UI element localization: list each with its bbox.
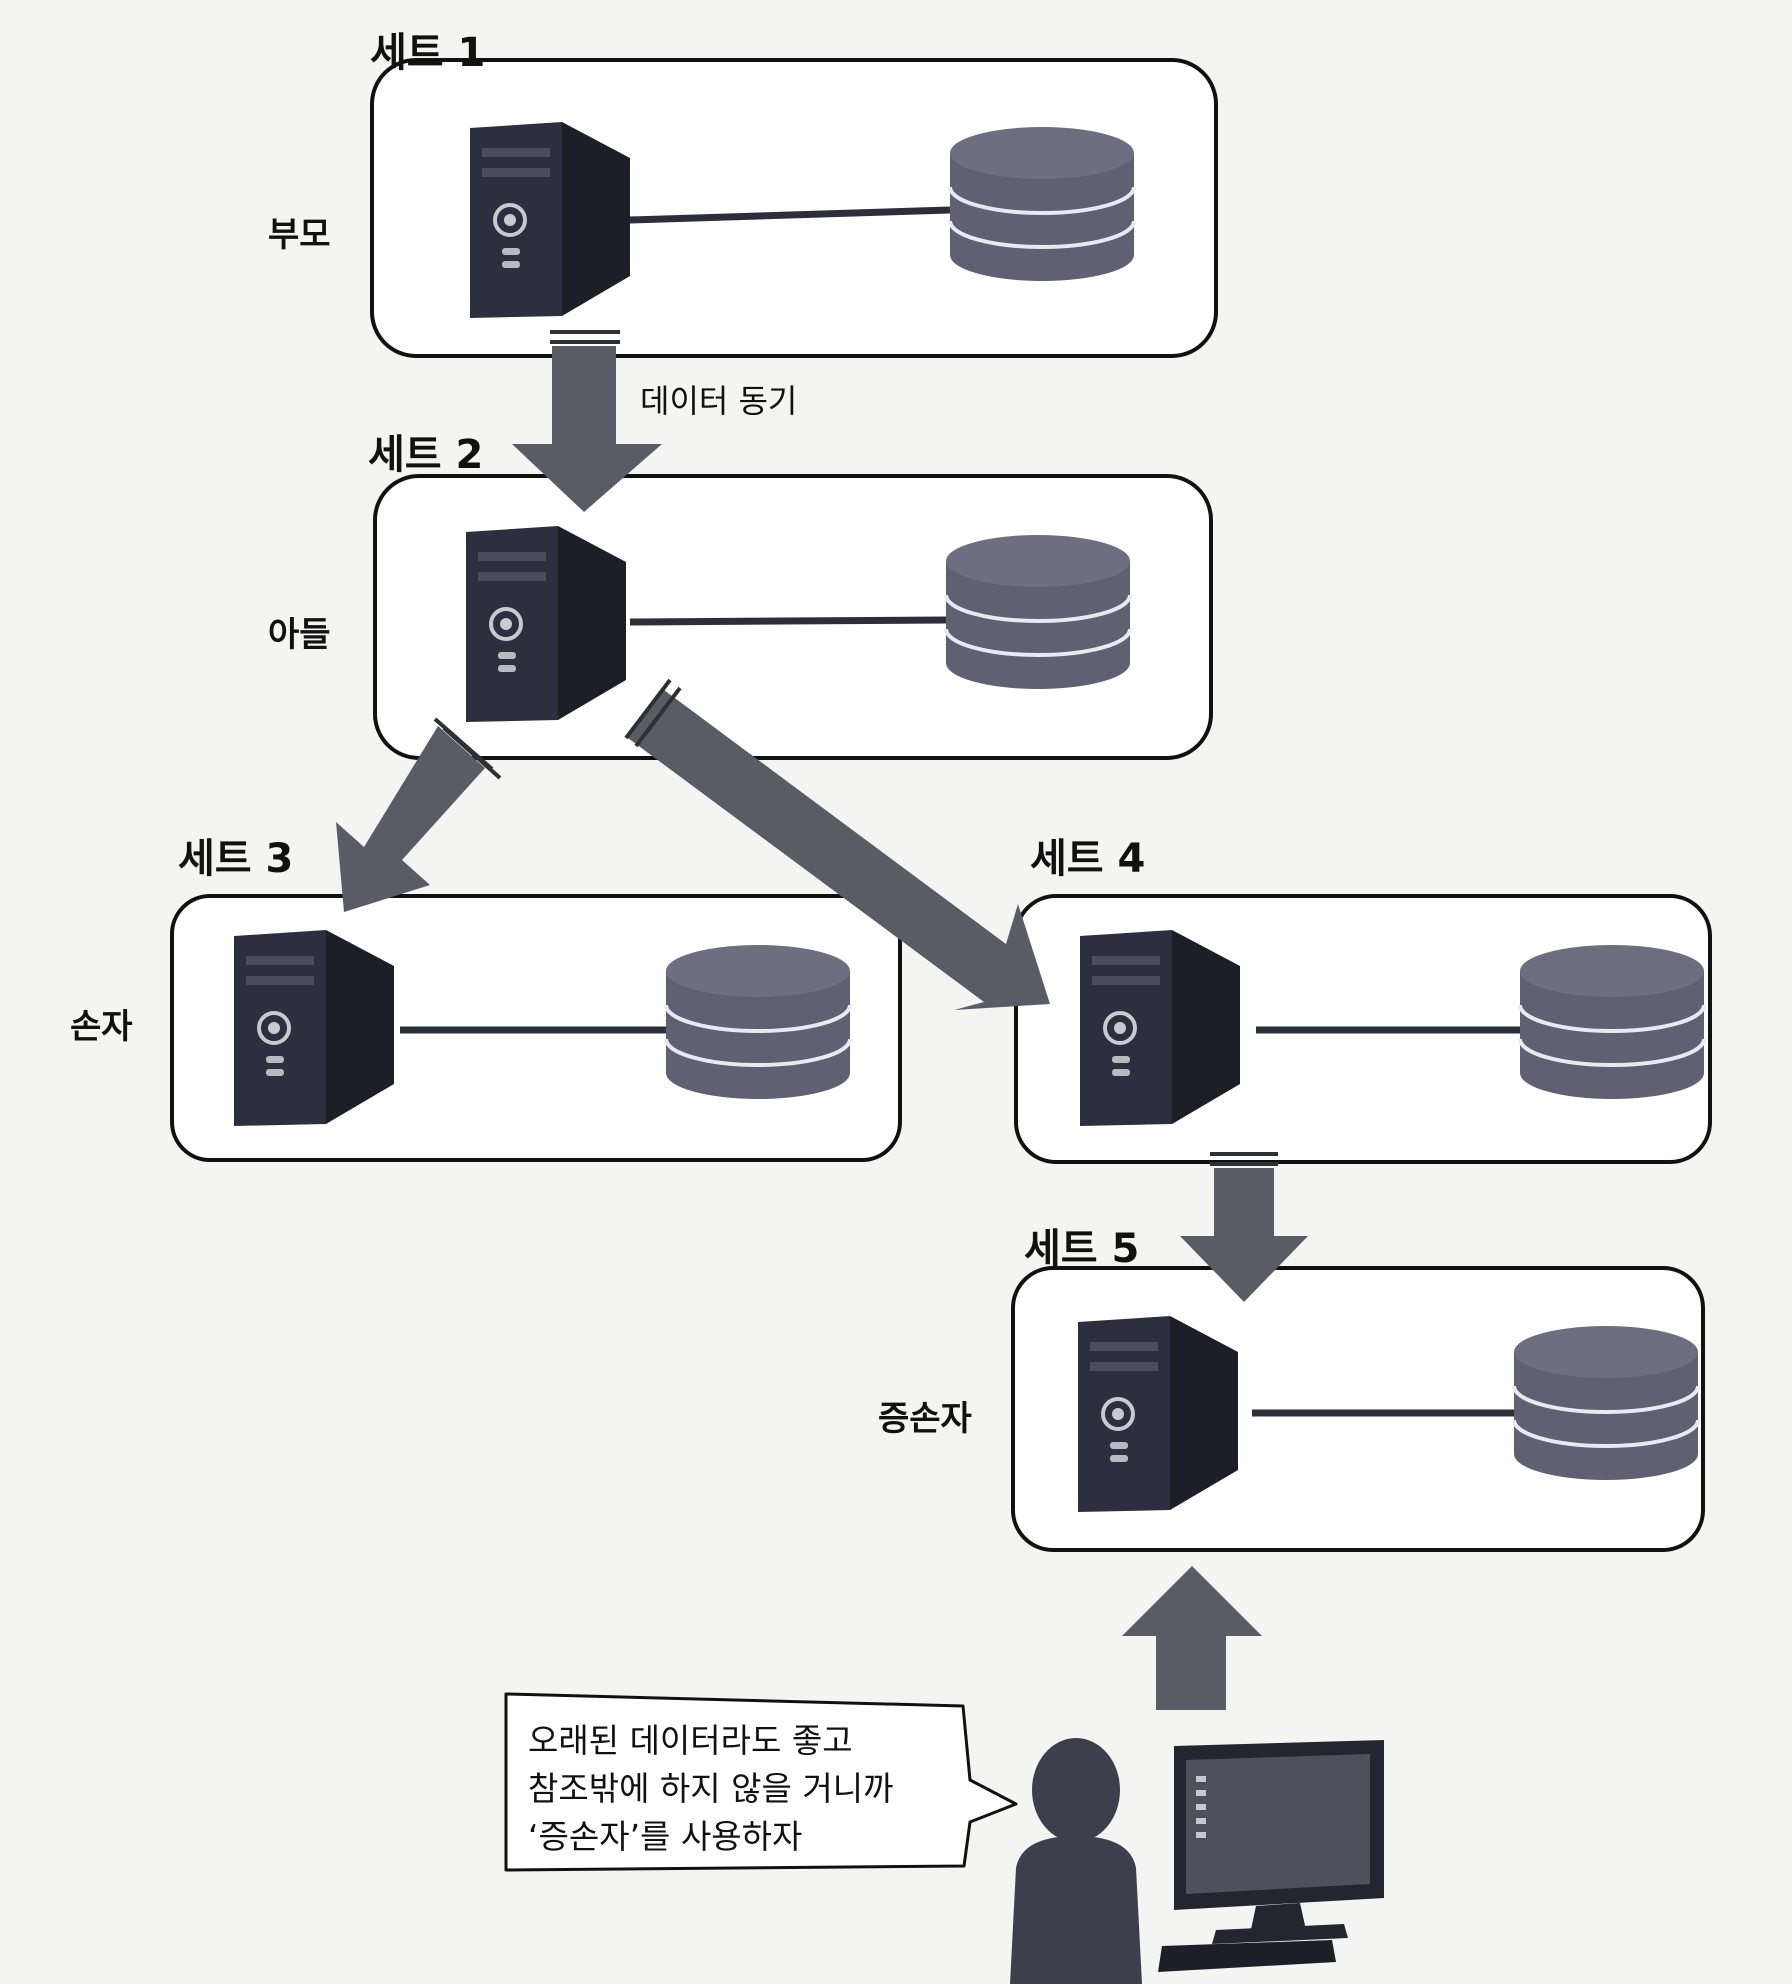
sync-arrow-2-to-3 xyxy=(336,717,502,912)
set-4-server-icon xyxy=(1078,928,1242,1128)
set-2-title: 세트 2 xyxy=(368,432,483,478)
speech-line-1: 오래된 데이터라도 좋고 xyxy=(528,1721,853,1760)
set-3-server-icon xyxy=(232,928,396,1128)
set-3-title: 세트 3 xyxy=(178,836,293,882)
speech-line-3: ‘증손자’를 사용하자 xyxy=(528,1817,802,1856)
speech-bubble: 오래된 데이터라도 좋고 참조밖에 하지 않을 거니까 ‘증손자’를 사용하자 xyxy=(504,1692,1018,1872)
keyboard-icon xyxy=(1158,1940,1336,1972)
set-1-role-label: 부모 xyxy=(268,215,331,255)
data-sync-label: 데이터 동기 xyxy=(640,382,797,420)
monitor-icon xyxy=(1174,1740,1384,1944)
set-1-server-icon xyxy=(468,120,632,320)
sync-arrow-1-to-2 xyxy=(512,330,662,512)
set-4-title: 세트 4 xyxy=(1030,836,1145,882)
set-3-database-icon xyxy=(664,943,852,1101)
set-2-server-icon xyxy=(464,524,628,724)
set-2-database-icon xyxy=(944,533,1132,691)
speech-line-2: 참조밖에 하지 않을 거니까 xyxy=(528,1769,893,1808)
set-5-database-icon xyxy=(1512,1324,1700,1482)
set-5-role-label: 증손자 xyxy=(878,1399,972,1439)
set-4-database-icon xyxy=(1518,943,1706,1101)
sync-arrow-2-to-4 xyxy=(624,678,1050,1010)
set-2-role-label: 아들 xyxy=(268,615,331,655)
set-2-link xyxy=(629,616,947,626)
person-icon xyxy=(1010,1738,1142,1984)
set-1-title: 세트 1 xyxy=(370,30,485,76)
access-arrow-user-to-set-5 xyxy=(1122,1566,1262,1710)
set-5-server-icon xyxy=(1076,1314,1240,1514)
sync-arrow-4-to-5 xyxy=(1180,1152,1308,1302)
set-3-role-label: 손자 xyxy=(70,1007,133,1047)
set-1-link xyxy=(629,206,951,224)
set-1-database-icon xyxy=(948,125,1136,283)
set-5-title: 세트 5 xyxy=(1024,1226,1139,1272)
